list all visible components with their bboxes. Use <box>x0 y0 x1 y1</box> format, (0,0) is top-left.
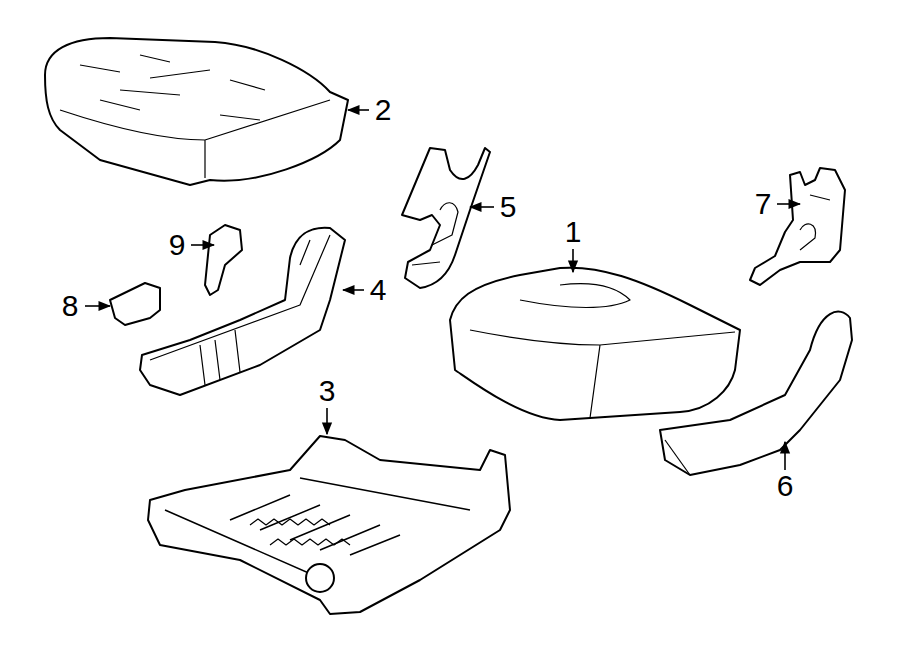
trim-cap <box>205 225 242 295</box>
frame-tube-end <box>306 564 334 592</box>
seat-bracket <box>402 148 490 288</box>
leader-line <box>572 249 574 272</box>
seat-cushion-detail <box>470 284 735 418</box>
leader-line <box>784 442 786 470</box>
spring <box>250 519 350 545</box>
side-shield <box>140 228 345 395</box>
callout-number: 5 <box>500 192 517 222</box>
callout-number: 6 <box>777 471 794 501</box>
callout-number: 7 <box>755 189 772 219</box>
hinge-cover <box>750 168 845 285</box>
cushion-pad-detail <box>60 55 330 178</box>
seat-bracket-detail <box>412 203 458 265</box>
leader-line <box>326 408 328 434</box>
leader-line <box>777 203 800 205</box>
seat-frame <box>148 436 510 614</box>
callout-number: 2 <box>375 95 392 125</box>
callout-number: 1 <box>565 217 582 247</box>
leader-line <box>348 109 369 111</box>
hinge-cover-detail <box>800 195 830 250</box>
callout-number: 4 <box>370 275 387 305</box>
cushion-pad <box>45 38 348 185</box>
leader-line <box>191 244 214 246</box>
seat-cushion <box>450 268 740 420</box>
seat-frame-detail <box>165 478 470 578</box>
callout-number: 9 <box>169 230 186 260</box>
side-trim <box>660 312 852 475</box>
trim-piece <box>110 283 160 325</box>
leader-line <box>85 305 110 307</box>
callout-number: 8 <box>62 291 79 321</box>
leader-line <box>470 206 494 208</box>
callout-number: 3 <box>319 376 336 406</box>
side-trim-detail <box>665 440 690 475</box>
leader-line <box>343 289 364 291</box>
